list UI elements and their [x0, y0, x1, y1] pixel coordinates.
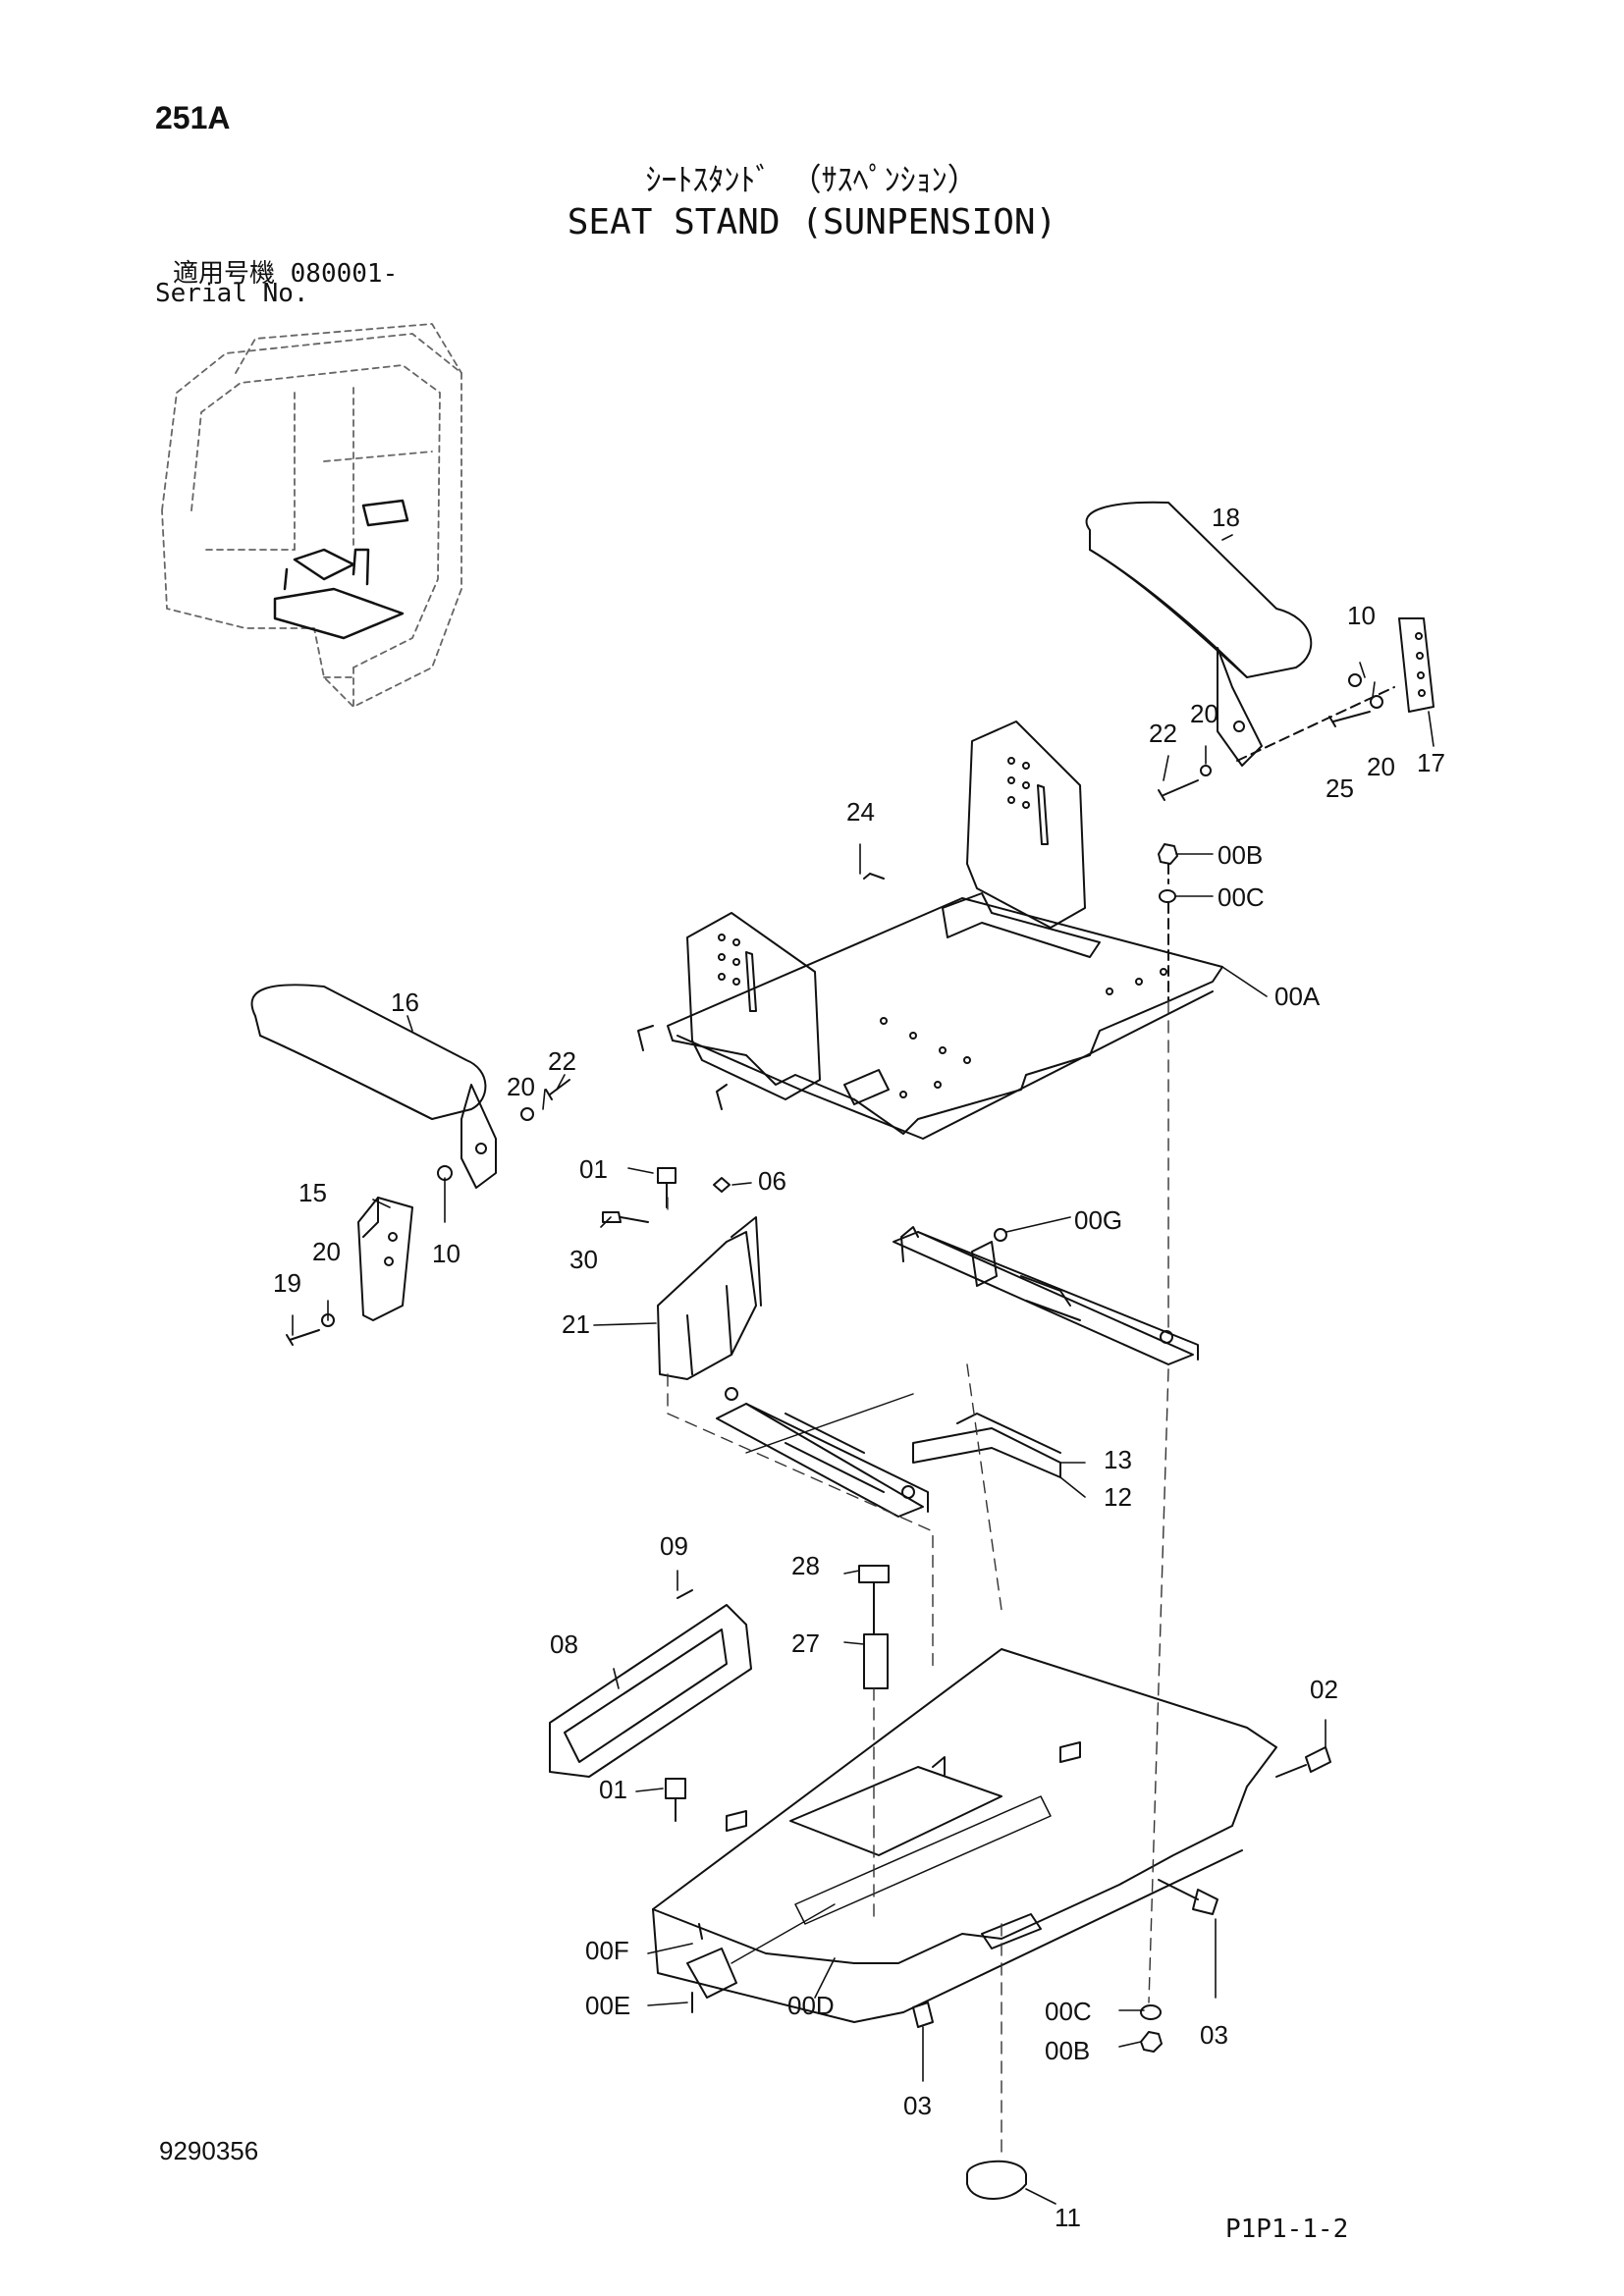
- fasteners-01-06-30: [602, 1167, 731, 1223]
- cab-location-thumbnail: [161, 323, 462, 708]
- cover-08: [549, 1604, 752, 1778]
- callout-18: 18: [1212, 503, 1240, 532]
- callout-00F: 00F: [585, 1936, 629, 1965]
- callout-12: 12: [1104, 1482, 1132, 1512]
- callout-00B: 00B: [1218, 840, 1263, 870]
- callouts: 18 10 20 22 25 20 17 24 00B 00C 00A 16 2…: [273, 503, 1445, 2232]
- title-english: SEAT STAND (SUNPENSION): [567, 202, 1057, 242]
- callout-10: 10: [1347, 601, 1376, 630]
- serial-label-english: Serial No.: [155, 279, 309, 308]
- alignment-dashed-lines: [667, 1000, 1169, 2161]
- page-reference: P1P1-1-2: [1225, 2215, 1349, 2244]
- latch-00E-00F: [686, 1903, 836, 2013]
- callout-25: 25: [1326, 774, 1354, 803]
- bracket-17: [1398, 617, 1435, 713]
- callout-19: 19: [273, 1268, 301, 1298]
- callout-00C: 00C: [1045, 1997, 1092, 2026]
- bracket-21: [657, 1216, 762, 1380]
- diagram-code: 251A: [155, 100, 231, 135]
- fasteners-00B-00C-top: [863, 843, 1178, 1002]
- callout-06: 06: [758, 1166, 786, 1196]
- callout-15: 15: [298, 1178, 327, 1207]
- callout-00C: 00C: [1218, 882, 1265, 912]
- callout-22: 22: [1149, 719, 1177, 748]
- bolts-washers-upper-right: [1158, 673, 1395, 801]
- callout-20: 20: [1190, 699, 1218, 728]
- callout-13: 13: [1104, 1445, 1132, 1474]
- callout-08: 08: [550, 1629, 578, 1659]
- callout-11: 11: [1055, 2203, 1081, 2232]
- callout-00A: 00A: [1274, 982, 1321, 1011]
- callout-16: 16: [391, 988, 419, 1017]
- slide-rail-left: [716, 1387, 929, 1518]
- callout-03: 03: [1200, 2020, 1228, 2050]
- callout-00E: 00E: [585, 1991, 630, 2020]
- callout-00D: 00D: [787, 1991, 835, 2020]
- callout-01: 01: [579, 1154, 608, 1184]
- callout-24: 24: [846, 797, 875, 827]
- bolts-washers-left: [286, 1079, 570, 1346]
- callout-01: 01: [599, 1775, 627, 1804]
- title-japanese: ｼｰﾄｽﾀﾝﾄﾞ （ｻｽﾍﾟﾝｼｮﾝ）: [645, 161, 979, 198]
- callout-00G: 00G: [1074, 1205, 1122, 1235]
- upper-seat-frame-00A: [637, 721, 1223, 1140]
- callout-21: 21: [562, 1309, 590, 1339]
- callout-20: 20: [1367, 752, 1395, 781]
- callout-22: 22: [548, 1046, 576, 1076]
- bolts-01-02-03-pad-11: [665, 1746, 1331, 2200]
- callout-20: 20: [507, 1072, 535, 1101]
- leader-lines: [292, 534, 1435, 2205]
- cab-seat-highlight: [273, 499, 409, 640]
- straps-12-13: [912, 1413, 1061, 1478]
- callout-03: 03: [903, 2091, 932, 2120]
- callout-30: 30: [569, 1245, 598, 1274]
- callout-02: 02: [1310, 1675, 1338, 1704]
- callout-28: 28: [791, 1551, 820, 1580]
- callout-00B: 00B: [1045, 2036, 1090, 2065]
- bracket-15: [357, 1197, 413, 1321]
- document-number: 9290356: [159, 2136, 259, 2165]
- callout-09: 09: [660, 1531, 688, 1561]
- callout-20: 20: [312, 1237, 341, 1266]
- lower-seat-frame-00D: [652, 1648, 1277, 2023]
- armrest-right-18: [1085, 501, 1313, 767]
- serial-label-japanese: 適用号機 080001-: [173, 259, 399, 289]
- spacer-27-bolt-28: [677, 1565, 890, 1689]
- armrest-left-16: [250, 984, 497, 1189]
- callout-27: 27: [791, 1629, 820, 1658]
- callout-17: 17: [1417, 748, 1445, 777]
- slide-rail-right-00G: [893, 1226, 1199, 1365]
- callout-10: 10: [432, 1239, 460, 1268]
